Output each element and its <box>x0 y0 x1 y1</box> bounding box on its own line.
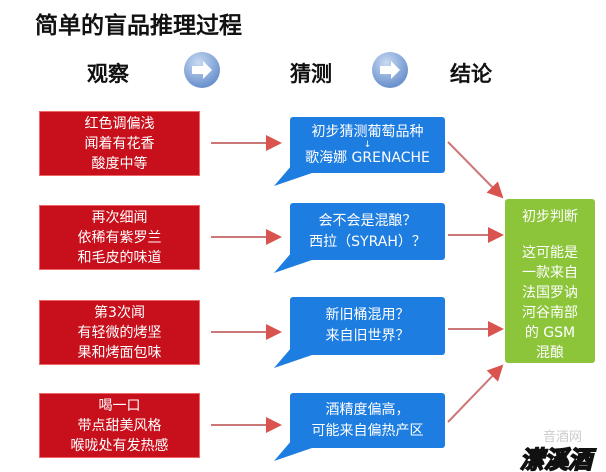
arrow-right-icon <box>372 52 408 88</box>
text-line: 红色调偏浅 <box>84 115 155 132</box>
text-line: 酸度中等 <box>91 155 148 172</box>
text-line: 西拉（SYRAH）？ <box>309 233 426 250</box>
text-line: 果和烤面包味 <box>77 344 162 361</box>
watermark-site: 音酒网 <box>543 430 583 445</box>
arrow-right-icon <box>184 52 220 88</box>
arrow <box>447 141 504 199</box>
down-arrow-icon: ↓ <box>363 140 372 150</box>
text-line: 法国罗讷 <box>522 285 578 301</box>
text-line: 有轻微的烤坚 <box>77 324 162 341</box>
conclusion-box: 初步判断 这可能是 一款来自 法国罗讷 河谷南部 的 GSM 混酿 <box>505 199 595 363</box>
text-line: 新旧桶混用？ <box>325 307 410 323</box>
observation-box: 再次细闻依稀有紫罗兰和毛皮的味道 <box>39 205 200 270</box>
observation-box: 喝一口带点甜美风格喉咙处有发热感 <box>39 393 200 458</box>
text-line: 喝一口 <box>98 397 141 414</box>
text-line: 第3次闻 <box>94 304 145 321</box>
text-line: 依稀有紫罗兰 <box>77 229 162 246</box>
observation-box: 第3次闻有轻微的烤坚果和烤面包味 <box>39 300 200 365</box>
text-line: 带点甜美风格 <box>77 417 162 434</box>
header-guess: 猜测 <box>290 62 332 86</box>
text-line: 酒精度偏高， <box>325 401 410 418</box>
guess-bubble: 初步猜测葡萄品种↓歌海娜 GRENACHE <box>290 117 445 173</box>
text-line: 的 GSM <box>524 325 576 341</box>
text-line: 一款来自 <box>522 265 578 281</box>
watermark-logo: 潆溪酒 <box>519 445 593 472</box>
text-line: 这可能是 <box>522 245 578 261</box>
conclusion-heading: 初步判断 <box>522 209 578 225</box>
text-line: 闻着有花香 <box>84 135 155 152</box>
text-line: 再次细闻 <box>91 209 148 226</box>
guess-bubble: 新旧桶混用？ 来自旧世界？ <box>290 297 445 355</box>
text-line: 喉咙处有发热感 <box>70 437 169 454</box>
text-line: 混酿 <box>536 345 564 361</box>
text-line: 歌海娜 GRENACHE <box>305 150 430 166</box>
text-line: 初步猜测葡萄品种 <box>311 124 424 140</box>
observation-box: 红色调偏浅闻着有花香酸度中等 <box>39 111 200 176</box>
arrow <box>447 364 504 423</box>
text-line: 会不会是混酿？ <box>318 212 417 229</box>
header-conclusion: 结论 <box>450 62 492 86</box>
guess-bubble: 酒精度偏高， 可能来自偏热产区 <box>290 393 445 448</box>
diagram-title: 简单的盲品推理过程 <box>35 12 242 39</box>
text-line: 来自旧世界？ <box>325 328 410 344</box>
text-line: 可能来自偏热产区 <box>311 422 424 439</box>
text-line: 和毛皮的味道 <box>77 249 162 266</box>
text-line: 河谷南部 <box>522 305 578 321</box>
header-observe: 观察 <box>87 62 129 86</box>
guess-bubble: 会不会是混酿？ 西拉（SYRAH）？ <box>290 203 445 260</box>
